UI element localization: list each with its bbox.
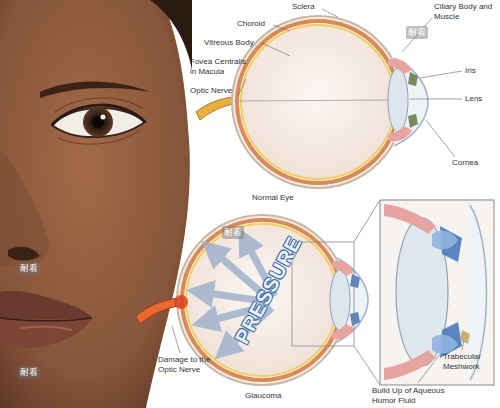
leader-lines (172, 326, 464, 383)
part-label: Iris (465, 66, 495, 76)
part-label: Cornea (452, 158, 492, 168)
leader-lines (238, 9, 462, 157)
part-label: Lens (465, 94, 495, 104)
figure-caption: Normal Eye (252, 193, 312, 203)
figure-caption: Glaucoma (245, 391, 295, 401)
watermark: 耐看 (406, 26, 428, 39)
normal-eye (196, 16, 428, 188)
part-label: Build Up of Aqueous Humor Fluid (372, 386, 468, 406)
part-label: Fovea Centralis in Macula (190, 57, 252, 77)
face (0, 0, 192, 408)
part-label: Vitreous Body (204, 38, 264, 48)
watermark: 耐看 (18, 262, 40, 275)
watermark: 耐看 (222, 226, 244, 239)
watermark: 耐看 (18, 366, 40, 379)
glaucoma-eye (136, 200, 380, 385)
part-label: Choroid (237, 19, 277, 29)
part-label: Optic Nerve (190, 86, 242, 96)
pressure-label: PRESSURE (230, 232, 307, 347)
part-label: Ciliary Body and Muscle (434, 2, 496, 22)
part-label: Damage to the Optic Nerve (158, 355, 228, 375)
part-label: Trabecular Meshwork (443, 352, 497, 372)
part-label: Sclera (292, 2, 332, 12)
